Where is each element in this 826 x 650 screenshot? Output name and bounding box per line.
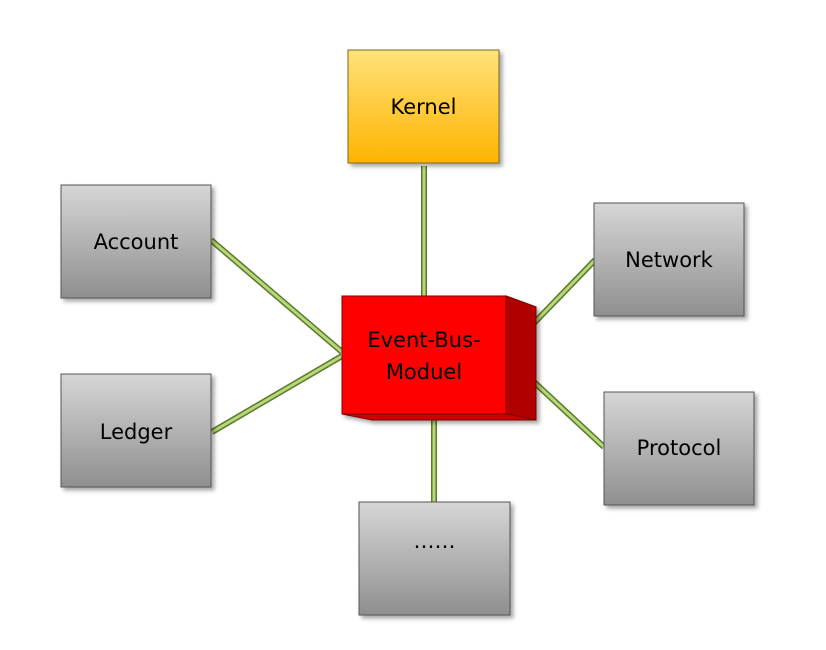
hub-side-face <box>505 295 537 421</box>
node-account-label: Account <box>94 230 179 254</box>
node-ledger: Ledger <box>60 373 212 488</box>
hub-label-line2: Moduel <box>386 360 462 384</box>
hub-label-line1: Event-Bus- <box>367 328 480 352</box>
node-ledger-label: Ledger <box>100 420 173 444</box>
node-account: Account <box>60 184 212 299</box>
node-more-label: …… <box>414 529 456 553</box>
connector-hub-account <box>209 237 344 355</box>
node-kernel: Kernel <box>347 49 500 164</box>
node-kernel-label: Kernel <box>391 95 457 119</box>
hub-bottom-face <box>341 413 537 421</box>
node-network-label: Network <box>625 248 714 272</box>
node-network: Network <box>593 202 745 317</box>
node-protocol: Protocol <box>603 391 755 506</box>
hub-front-face <box>341 295 507 415</box>
node-protocol-label: Protocol <box>637 436 722 460</box>
node-event-bus: Event-Bus- Moduel <box>341 295 537 421</box>
connector-hub-ledger <box>210 353 344 435</box>
node-more: …… <box>358 501 511 616</box>
